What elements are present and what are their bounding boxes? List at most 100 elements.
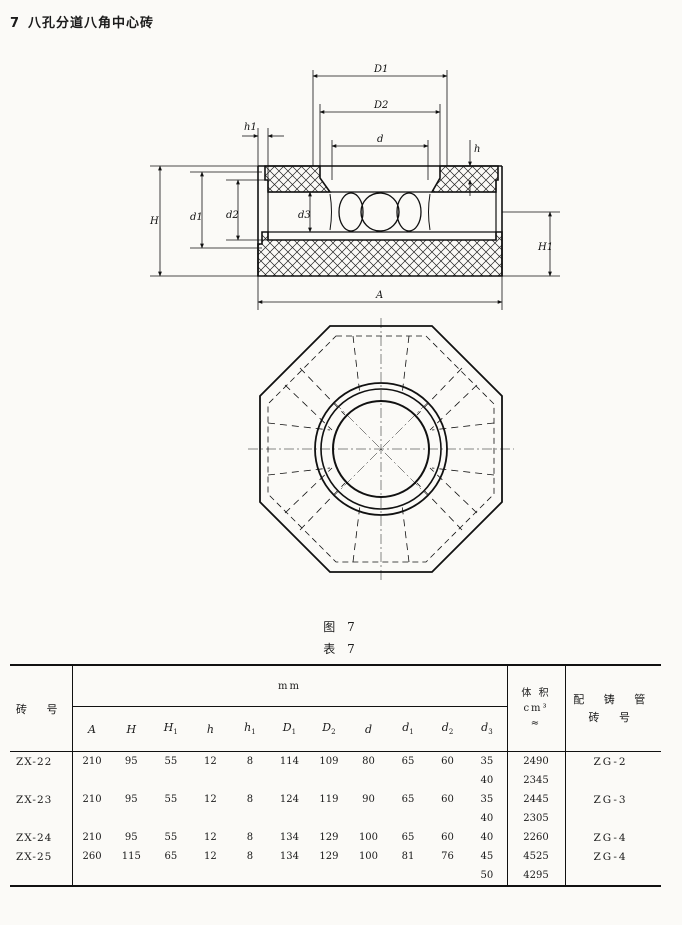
cell-d1: 65 bbox=[401, 832, 415, 843]
top-left-band bbox=[264, 165, 332, 193]
cell-pipe: ZG-3 bbox=[593, 793, 628, 806]
dimensions bbox=[150, 70, 560, 310]
cell-h bbox=[112, 771, 152, 790]
header-col-d3: d3 bbox=[481, 721, 493, 737]
header-volume: 体 积 cm³ ≈ bbox=[506, 665, 566, 751]
cell-brick-number: ZX-24 bbox=[10, 828, 73, 847]
cell-d1: 124 bbox=[279, 794, 299, 805]
cell-d3: 50 bbox=[480, 870, 494, 881]
cell-h: 12 bbox=[203, 832, 217, 843]
cell-brick-number bbox=[10, 771, 73, 790]
cell-d3: 40 bbox=[480, 832, 494, 843]
label-d1: d1 bbox=[190, 212, 203, 223]
cell-d1 bbox=[388, 866, 428, 886]
octagon-outline bbox=[259, 325, 503, 573]
cell-d: 80 bbox=[362, 756, 375, 767]
cell-a: 260 bbox=[82, 851, 102, 862]
cell-d2 bbox=[309, 866, 349, 886]
cell-a: 210 bbox=[82, 756, 102, 767]
cell-brick-number: ZX-25 bbox=[10, 847, 73, 866]
cell-h: 12 bbox=[203, 794, 217, 805]
cell-h1: 8 bbox=[246, 794, 254, 805]
cell-h: 95 bbox=[124, 832, 138, 843]
header-col-a: A bbox=[88, 722, 96, 736]
figure-caption: 图 7 bbox=[323, 620, 359, 634]
cell-d2: 129 bbox=[319, 832, 339, 843]
cell-volume: 4295 bbox=[506, 866, 566, 886]
cell-d2: 109 bbox=[319, 756, 339, 767]
technical-drawing: D1 D2 d h1 h H d1 d2 d3 H1 A bbox=[149, 64, 560, 580]
cell-d bbox=[349, 771, 389, 790]
cell-d1 bbox=[270, 809, 310, 828]
cell-h: 95 bbox=[124, 794, 138, 805]
cell-h: 95 bbox=[124, 756, 138, 767]
cell-d: 100 bbox=[358, 851, 379, 862]
cell-h1: 55 bbox=[164, 756, 178, 767]
cell-h1: 55 bbox=[164, 794, 178, 805]
label-h: h bbox=[474, 144, 480, 155]
header-pipe: 配 铸 管 砖 号 bbox=[573, 692, 654, 724]
cell-h1: 65 bbox=[164, 851, 178, 862]
cell-pipe bbox=[565, 771, 661, 790]
top-right-band bbox=[430, 165, 499, 193]
cell-d bbox=[349, 866, 389, 886]
header-col-d: d bbox=[364, 722, 372, 736]
cell-h1 bbox=[151, 809, 191, 828]
cell-d3: 40 bbox=[480, 813, 494, 824]
cell-d2 bbox=[309, 771, 349, 790]
cell-d: 90 bbox=[362, 794, 375, 805]
cell-h: 12 bbox=[203, 851, 217, 862]
cell-d2 bbox=[428, 866, 468, 886]
cell-h bbox=[191, 866, 231, 886]
cell-volume: 2445 bbox=[506, 790, 566, 809]
label-d3: d3 bbox=[298, 210, 311, 221]
cell-h1 bbox=[230, 809, 270, 828]
cell-volume: 2305 bbox=[506, 809, 566, 828]
cell-h bbox=[191, 809, 231, 828]
cell-brick-number: ZX-22 bbox=[10, 751, 73, 771]
cell-d2: 60 bbox=[441, 756, 454, 767]
cell-h1 bbox=[230, 866, 270, 886]
cell-d2: 129 bbox=[319, 851, 339, 862]
label-h1: h1 bbox=[244, 122, 257, 133]
cell-d1: 81 bbox=[401, 851, 415, 862]
cell-h bbox=[191, 771, 231, 790]
cell-h: 12 bbox=[203, 756, 217, 767]
cell-d1: 65 bbox=[401, 794, 415, 805]
cell-d1: 114 bbox=[279, 756, 299, 767]
cell-pipe bbox=[565, 866, 661, 886]
cell-d3: 40 bbox=[480, 775, 494, 786]
cell-pipe bbox=[565, 809, 661, 828]
header-col-h: h bbox=[206, 722, 214, 736]
cell-a bbox=[72, 771, 112, 790]
cell-d1: 134 bbox=[279, 851, 299, 862]
label-H: H bbox=[149, 216, 159, 227]
table-row: 40 2305 bbox=[10, 809, 661, 828]
label-d: d bbox=[377, 134, 383, 145]
cell-d3: 45 bbox=[480, 851, 494, 862]
cell-pipe: ZG-4 bbox=[593, 850, 628, 863]
header-col-h1: h1 bbox=[244, 721, 256, 737]
cell-h bbox=[112, 809, 152, 828]
cell-a: 210 bbox=[82, 832, 102, 843]
header-col-d2: d2 bbox=[441, 721, 454, 737]
dimension-labels: D1 D2 d h1 h H d1 d2 d3 H1 A bbox=[149, 64, 553, 301]
cell-volume: 2345 bbox=[506, 771, 566, 790]
cell-d3: 35 bbox=[480, 794, 494, 805]
cell-d1: 65 bbox=[401, 756, 415, 767]
cell-h bbox=[112, 866, 152, 886]
cell-h1: 8 bbox=[246, 851, 254, 862]
table-row: 50 4295 bbox=[10, 866, 661, 886]
cell-h1: 55 bbox=[164, 832, 178, 843]
header-unit: mm bbox=[72, 665, 507, 707]
label-D2: D2 bbox=[373, 100, 388, 111]
cell-volume: 2260 bbox=[506, 828, 566, 847]
cell-d: 100 bbox=[358, 832, 379, 843]
cell-h1 bbox=[151, 771, 191, 790]
cell-d1: 134 bbox=[279, 832, 299, 843]
bottom-body bbox=[257, 231, 503, 277]
